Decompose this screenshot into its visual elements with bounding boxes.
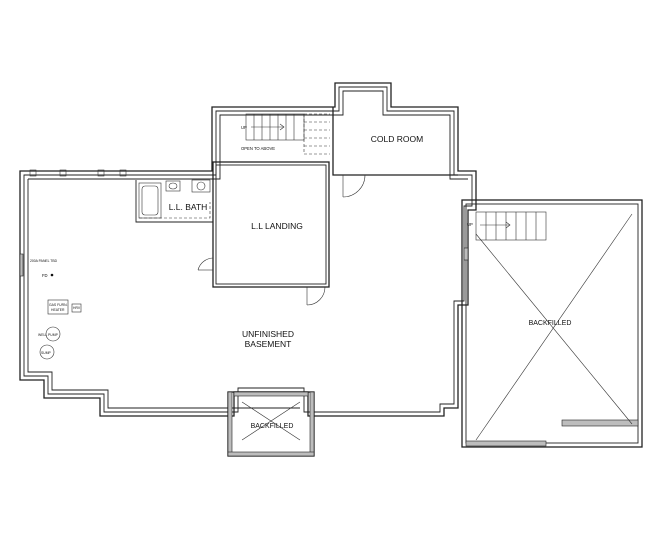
backfilled-right-label: BACKFILLED xyxy=(529,320,572,327)
sump-label: SUMP xyxy=(41,351,52,355)
mechanical-equipment xyxy=(19,253,82,360)
right-stair xyxy=(475,211,547,241)
backfilled-bottom-area xyxy=(227,391,315,457)
exterior-wall xyxy=(19,82,477,417)
stair-up-label-top: UP xyxy=(241,125,247,130)
backfilled-right-area xyxy=(461,199,643,448)
top-windows xyxy=(29,169,127,177)
stair-up-label-right: UP xyxy=(467,222,473,227)
top-stair xyxy=(245,113,330,155)
ll-landing-label: L.L LANDING xyxy=(251,221,303,231)
unfinished-basement-label-1: UNFINISHED xyxy=(242,329,294,339)
gas-furnace-sub-label: HEATER xyxy=(51,308,65,312)
doors xyxy=(197,174,366,306)
unfinished-basement-label-2: BASEMENT xyxy=(245,339,292,349)
backfilled-bottom-label: BACKFILLED xyxy=(251,423,294,430)
electrical-panel-label: 200A PANEL TBD xyxy=(30,259,58,263)
hrv-label: HRV xyxy=(73,306,81,310)
interior-walls xyxy=(135,107,458,288)
floor-drain-label: FD xyxy=(42,273,48,278)
bath-fixtures xyxy=(138,179,211,219)
ll-bath-label: L.L. BATH xyxy=(169,202,208,212)
gas-furnace-label: GAS FURN. xyxy=(49,303,68,307)
floor-drain-icon xyxy=(50,273,54,277)
cold-room-label: COLD ROOM xyxy=(371,134,423,144)
well-pump-label: WELL PUMP xyxy=(38,333,59,337)
open-to-above-label: OPEN TO ABOVE xyxy=(241,146,275,151)
